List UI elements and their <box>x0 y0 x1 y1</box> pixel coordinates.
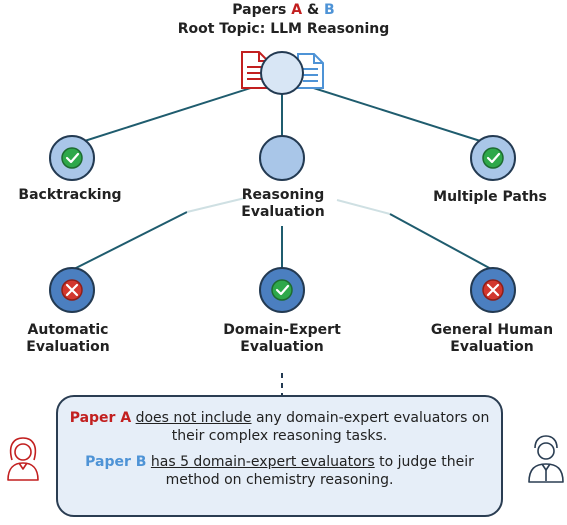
title-paper-b: B <box>324 2 335 18</box>
check-icon <box>271 279 293 301</box>
node-general-human-evaluation <box>470 267 516 313</box>
edge-root-backtracking <box>71 77 283 146</box>
female-researcher-icon <box>7 437 39 481</box>
edge-reasoning-automatic <box>71 211 188 271</box>
paper-b-underlined: has 5 domain-expert evaluators <box>150 454 375 470</box>
node-automatic-evaluation <box>49 267 95 313</box>
cross-icon <box>61 279 83 301</box>
child-edges <box>71 197 494 271</box>
edge-root-multiple-paths <box>281 77 494 146</box>
edge-faded-right <box>336 199 391 215</box>
label-multiple-paths: Multiple Paths <box>433 189 547 205</box>
check-icon <box>61 147 83 169</box>
label-line: Evaluation <box>26 339 110 355</box>
label-line: Automatic <box>27 322 109 338</box>
label-line: Evaluation <box>240 339 324 355</box>
label-line: Reasoning <box>241 187 325 203</box>
paper-a-label: Paper A <box>69 410 132 426</box>
paper-a-rest: any domain-expert evaluators on their co… <box>171 410 490 444</box>
label-automatic-evaluation: Automatic Evaluation <box>26 322 109 356</box>
node-reasoning-evaluation <box>259 135 305 181</box>
label-line: Evaluation <box>241 204 325 220</box>
title-prefix: Papers <box>232 2 292 18</box>
comparison-callout: Paper A does not include any domain-expe… <box>56 395 503 517</box>
paper-b-finding: Paper B has 5 domain-expert evaluators t… <box>58 453 501 489</box>
male-researcher-icon <box>528 435 564 483</box>
paper-a-underlined: does not include <box>135 410 252 426</box>
title-paper-a: A <box>291 2 303 18</box>
paper-b-label: Paper B <box>85 454 147 470</box>
edge-reasoning-general-human <box>389 213 494 271</box>
diagram-title: Papers A & B <box>0 2 567 18</box>
label-reasoning-evaluation: Reasoning Evaluation <box>241 187 324 221</box>
paper-b-rest: to judge their method on chemistry reaso… <box>165 454 474 488</box>
node-domain-expert-evaluation <box>259 267 305 313</box>
node-multiple-paths <box>470 135 516 181</box>
cross-icon <box>482 279 504 301</box>
edge-faded-left <box>186 197 246 213</box>
label-line: Evaluation <box>450 339 534 355</box>
label-domain-expert-evaluation: Domain-Expert Evaluation <box>223 322 341 356</box>
label-line: General Human <box>430 322 554 338</box>
label-general-human-evaluation: General Human Evaluation <box>431 322 553 356</box>
root-topic-title: Root Topic: LLM Reasoning <box>177 21 390 37</box>
check-icon <box>482 147 504 169</box>
root-node <box>260 51 304 95</box>
node-backtracking <box>49 135 95 181</box>
title-ampersand: & <box>302 2 325 18</box>
paper-a-finding: Paper A does not include any domain-expe… <box>58 409 501 445</box>
label-line: Domain-Expert <box>223 322 341 338</box>
label-backtracking: Backtracking <box>18 187 122 203</box>
